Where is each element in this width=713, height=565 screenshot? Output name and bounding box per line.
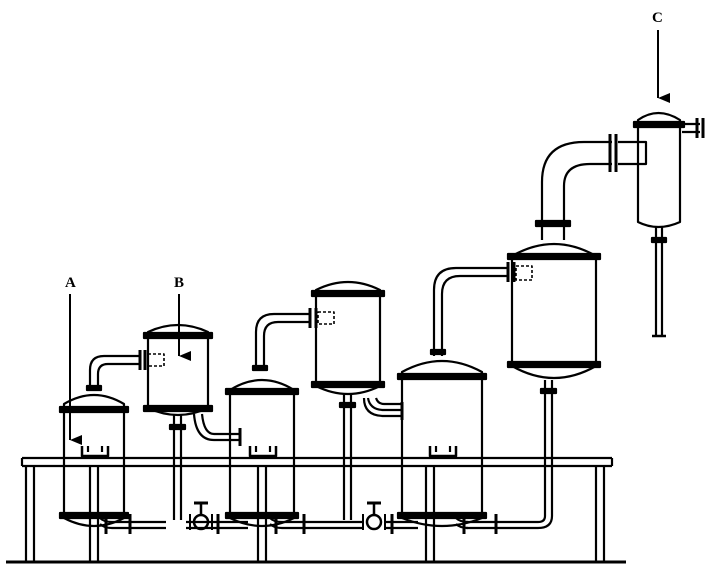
valve-1 (190, 503, 212, 530)
vessel-f (466, 221, 600, 528)
label-c-group: C (652, 10, 670, 103)
pipe-e-f (431, 262, 532, 356)
label-a-group: A (65, 275, 82, 445)
separator-vessel (634, 113, 703, 336)
vessel-a (60, 395, 128, 526)
valve-2 (363, 503, 385, 530)
support-frame (6, 458, 626, 562)
label-a: A (65, 275, 76, 291)
label-b: B (174, 275, 184, 291)
vessel-d (312, 282, 402, 520)
label-c: C (652, 10, 663, 26)
pipe-a-b (87, 350, 164, 390)
vessel-e (398, 361, 486, 526)
pipe-f-separator (542, 134, 646, 222)
label-b-group: B (174, 275, 191, 361)
pipe-c1-d (253, 308, 334, 370)
vessel-c1 (226, 380, 298, 526)
